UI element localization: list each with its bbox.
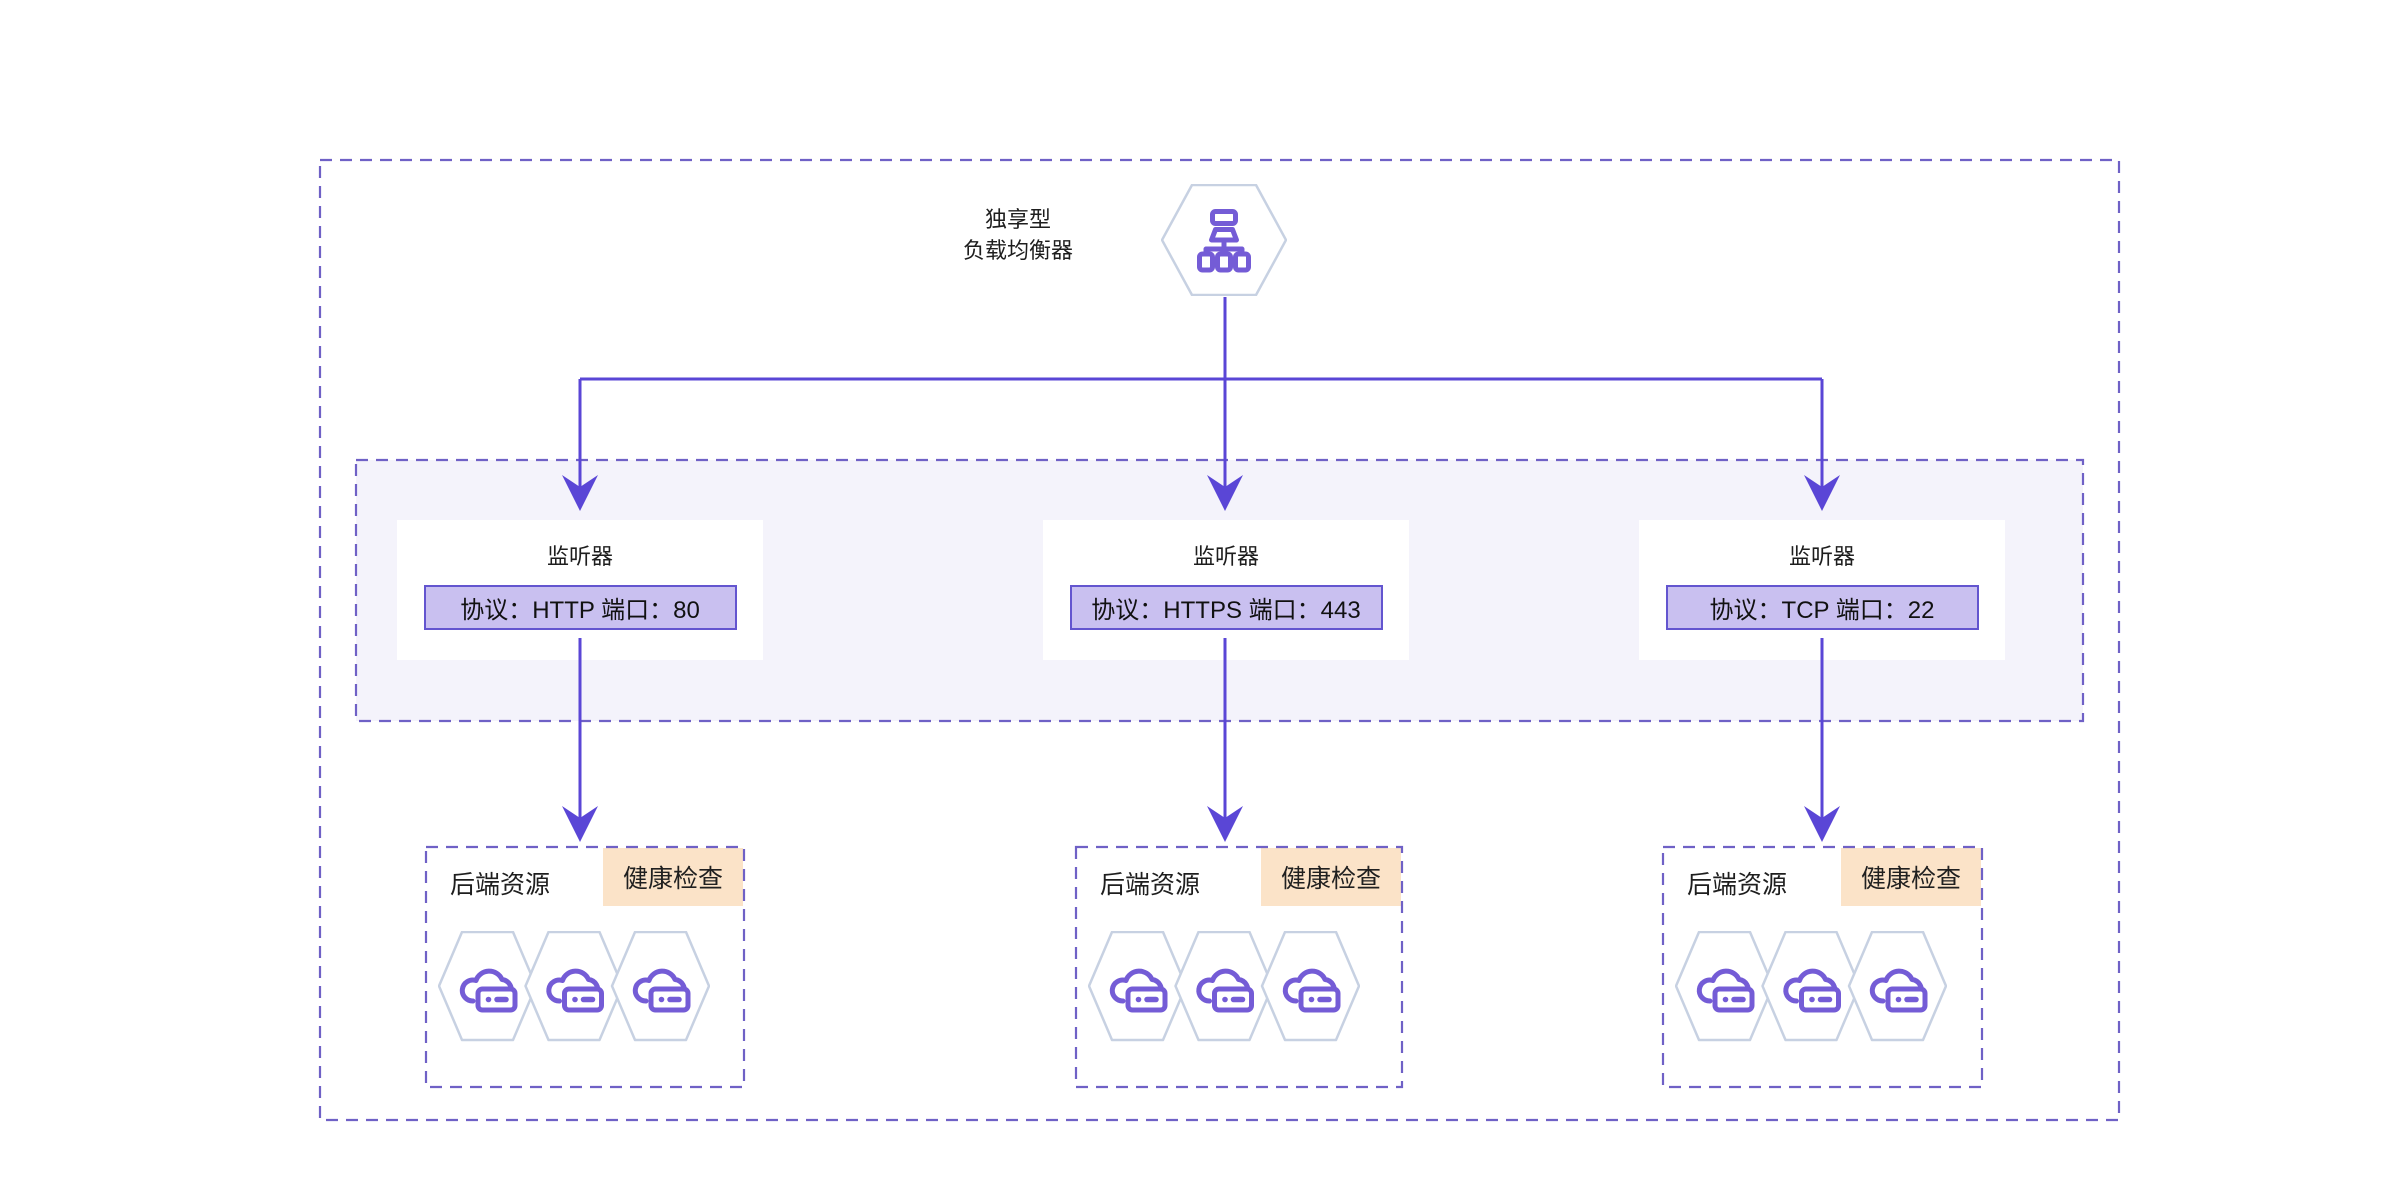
cloud-server-icon	[439, 932, 709, 1040]
listener-title: 监听器	[1788, 544, 1855, 569]
health-check-badge: 健康检查	[1261, 848, 1401, 906]
backend-servers-icons	[1675, 931, 1947, 1042]
backend-servers-icons	[438, 931, 710, 1042]
cloud-server-icon	[1089, 932, 1359, 1040]
backend-group-1: 后端资源 健康检查	[426, 847, 744, 1087]
backend-servers-icons	[1088, 931, 1360, 1042]
load-balancer-node	[1161, 184, 1287, 296]
listener-card-3: 监听器 协议：TCP 端口：22	[1639, 520, 2005, 660]
load-balancer-label-line2: 负载均衡器	[962, 238, 1073, 263]
load-balancer-tree-icon	[1197, 209, 1251, 273]
listener-protocol-chip: 协议：HTTPS 端口：443	[1069, 585, 1383, 630]
listener-title: 监听器	[546, 544, 613, 569]
listener-protocol-chip: 协议：TCP 端口：22	[1665, 585, 1979, 630]
listener-protocol-chip: 协议：HTTP 端口：80	[423, 585, 737, 630]
health-check-badge: 健康检查	[603, 848, 743, 906]
listener-card-2: 监听器 协议：HTTPS 端口：443	[1043, 520, 1409, 660]
backend-label: 后端资源	[1100, 871, 1201, 899]
health-check-badge: 健康检查	[1841, 848, 1981, 906]
backend-label: 后端资源	[450, 871, 551, 899]
backend-label: 后端资源	[1687, 871, 1788, 899]
cloud-server-icon	[1676, 932, 1946, 1040]
load-balancer-label-line1: 独享型	[984, 207, 1051, 232]
listener-card-1: 监听器 协议：HTTP 端口：80	[397, 520, 763, 660]
backend-group-3: 后端资源 健康检查	[1663, 847, 1982, 1087]
listener-title: 监听器	[1192, 544, 1259, 569]
load-balancer-label: 独享型 负载均衡器	[918, 204, 1118, 266]
backend-group-2: 后端资源 健康检查	[1076, 847, 1402, 1087]
